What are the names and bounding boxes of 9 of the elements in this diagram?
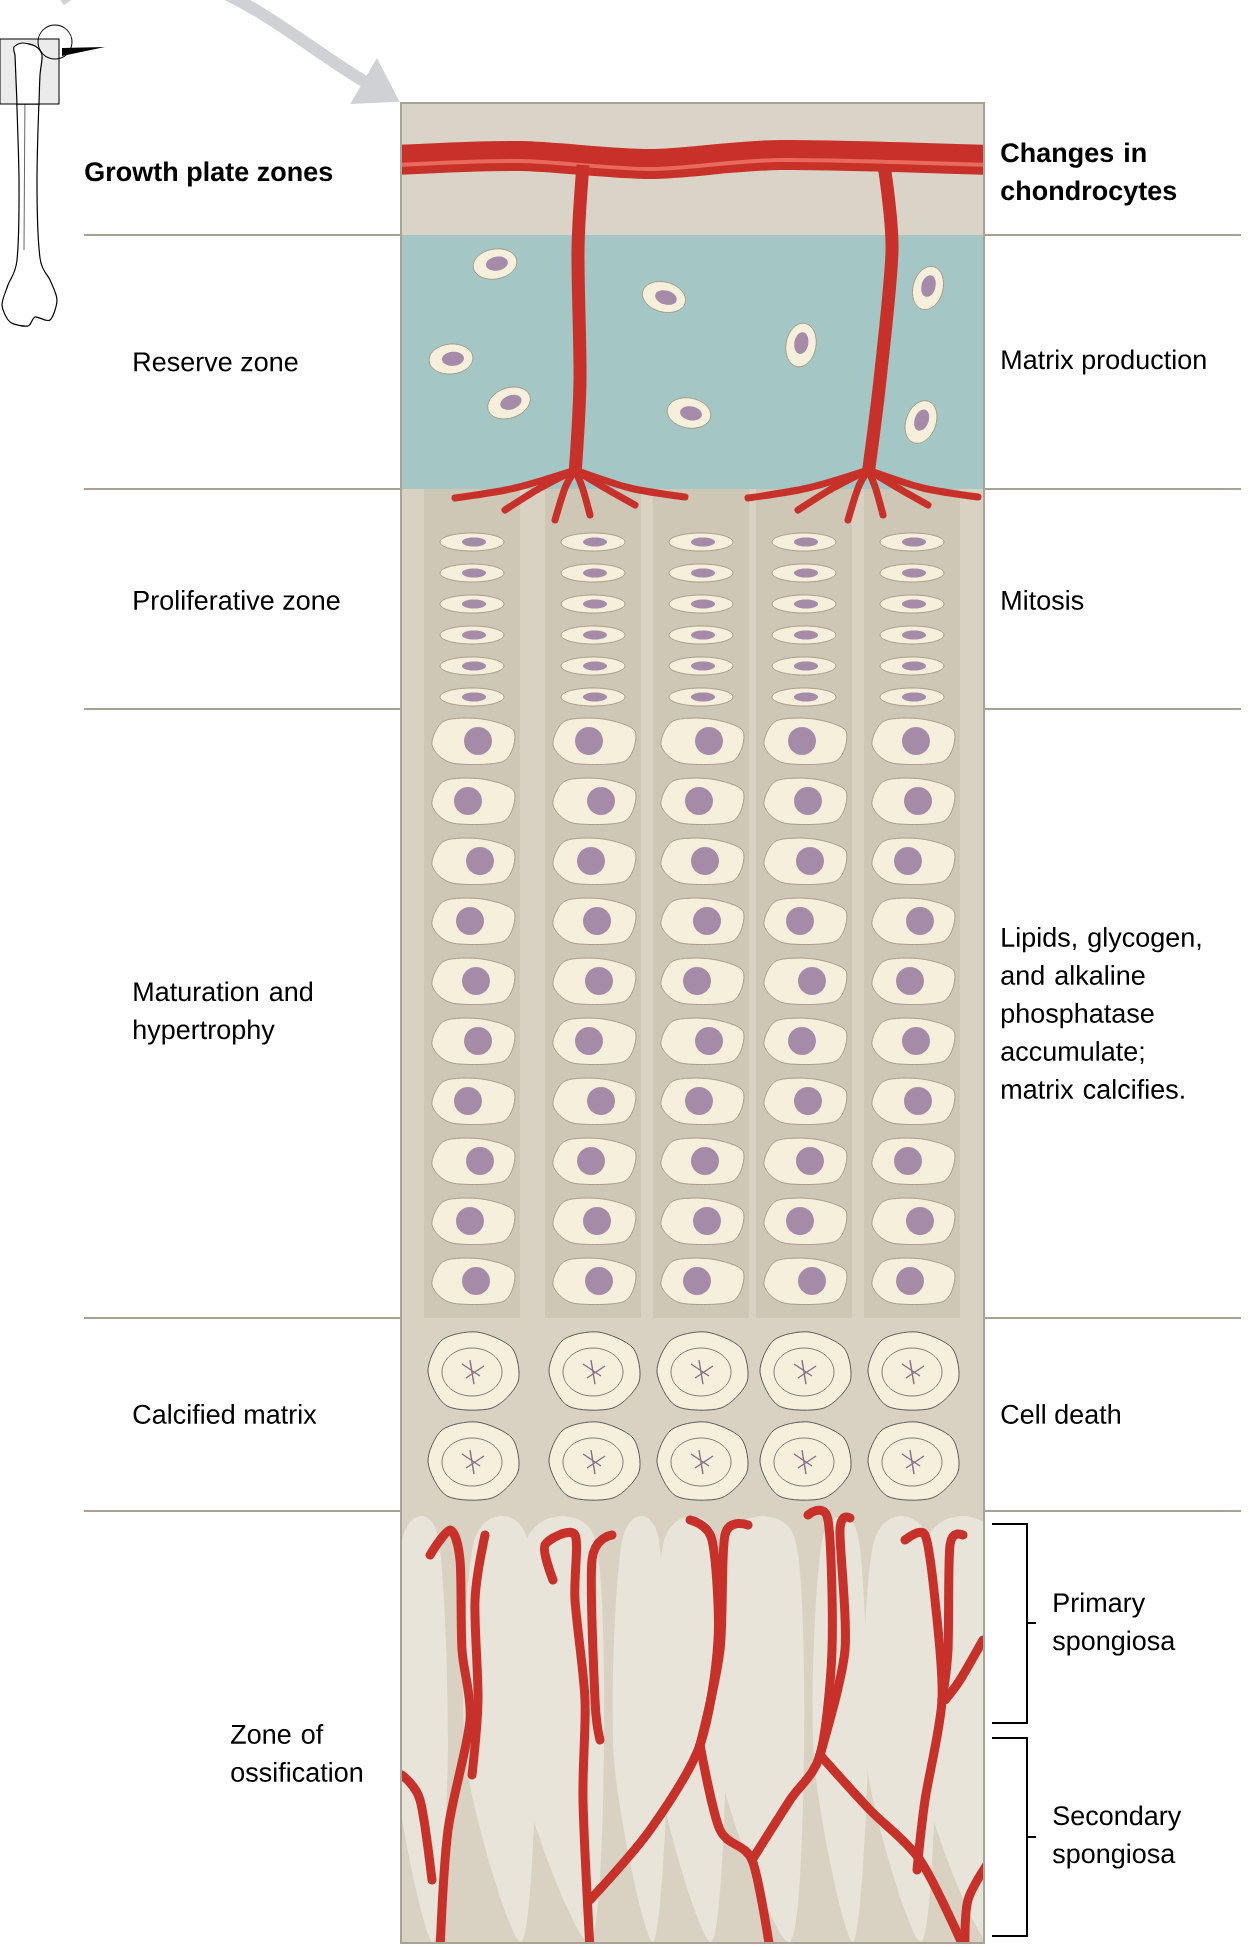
zone-label: Maturation and hypertrophy bbox=[134, 981, 313, 1045]
growth-plate-drawing bbox=[400, 102, 985, 1944]
zone-label: Proliferative zone bbox=[134, 590, 340, 610]
region-label: Secondary spongiosa bbox=[1052, 1805, 1182, 1869]
region-label: Primary spongiosa bbox=[1052, 1592, 1176, 1656]
zone-label: Calcified matrix bbox=[133, 1404, 317, 1424]
zone-label: Reserve zone bbox=[134, 352, 298, 372]
column-heading: Growth plate zones bbox=[85, 161, 333, 187]
zone-label: Zone of ossification bbox=[231, 1724, 362, 1782]
